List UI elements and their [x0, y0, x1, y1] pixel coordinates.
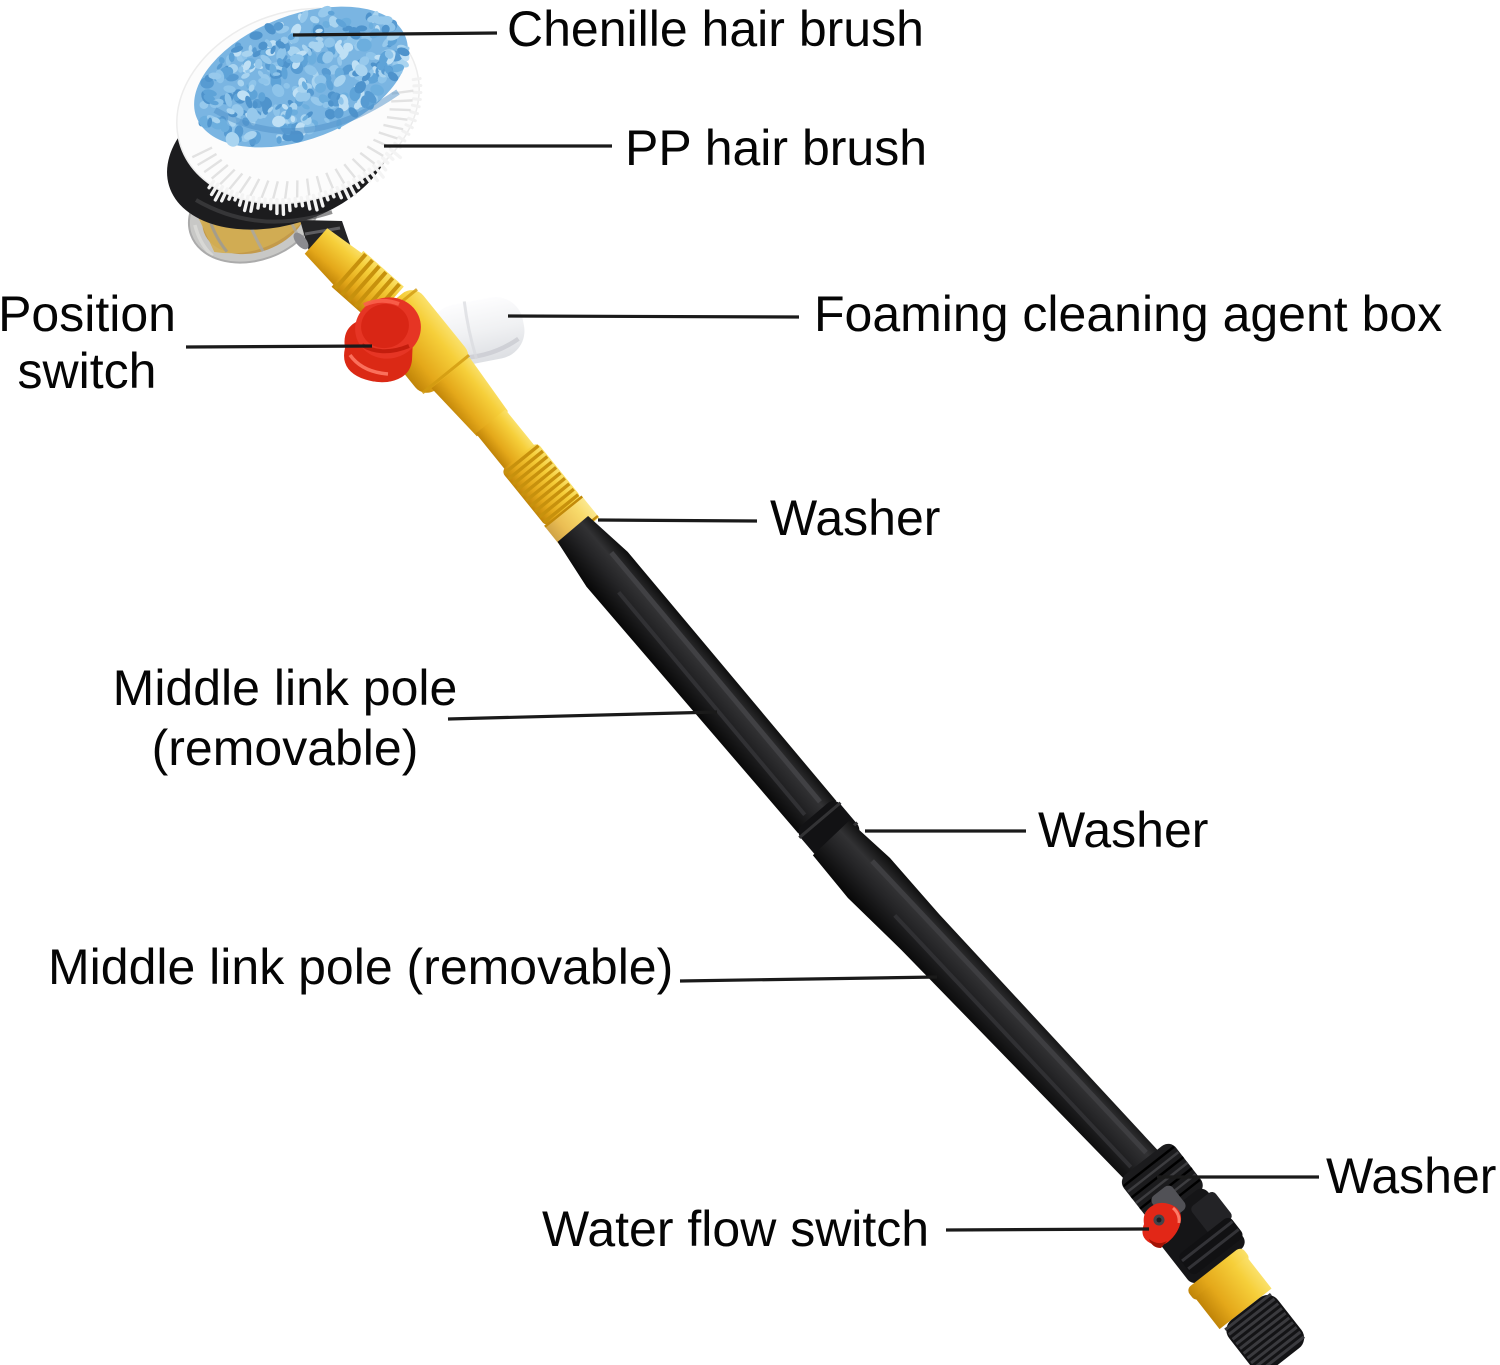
svg-text:PP hair brush: PP hair brush — [625, 120, 927, 176]
svg-text:Middle link pole: Middle link pole — [113, 660, 458, 716]
svg-text:Chenille hair brush: Chenille hair brush — [507, 1, 924, 57]
svg-text:Washer: Washer — [1038, 802, 1208, 858]
svg-text:Washer: Washer — [1326, 1148, 1496, 1204]
svg-text:Position: Position — [0, 286, 176, 342]
svg-text:(removable): (removable) — [152, 720, 419, 776]
svg-text:Foaming cleaning agent box: Foaming cleaning agent box — [814, 286, 1442, 342]
svg-text:switch: switch — [18, 343, 157, 399]
svg-text:Water flow switch: Water flow switch — [542, 1201, 929, 1257]
svg-text:Washer: Washer — [770, 490, 940, 546]
svg-text:Middle link pole (removable): Middle link pole (removable) — [48, 939, 673, 995]
